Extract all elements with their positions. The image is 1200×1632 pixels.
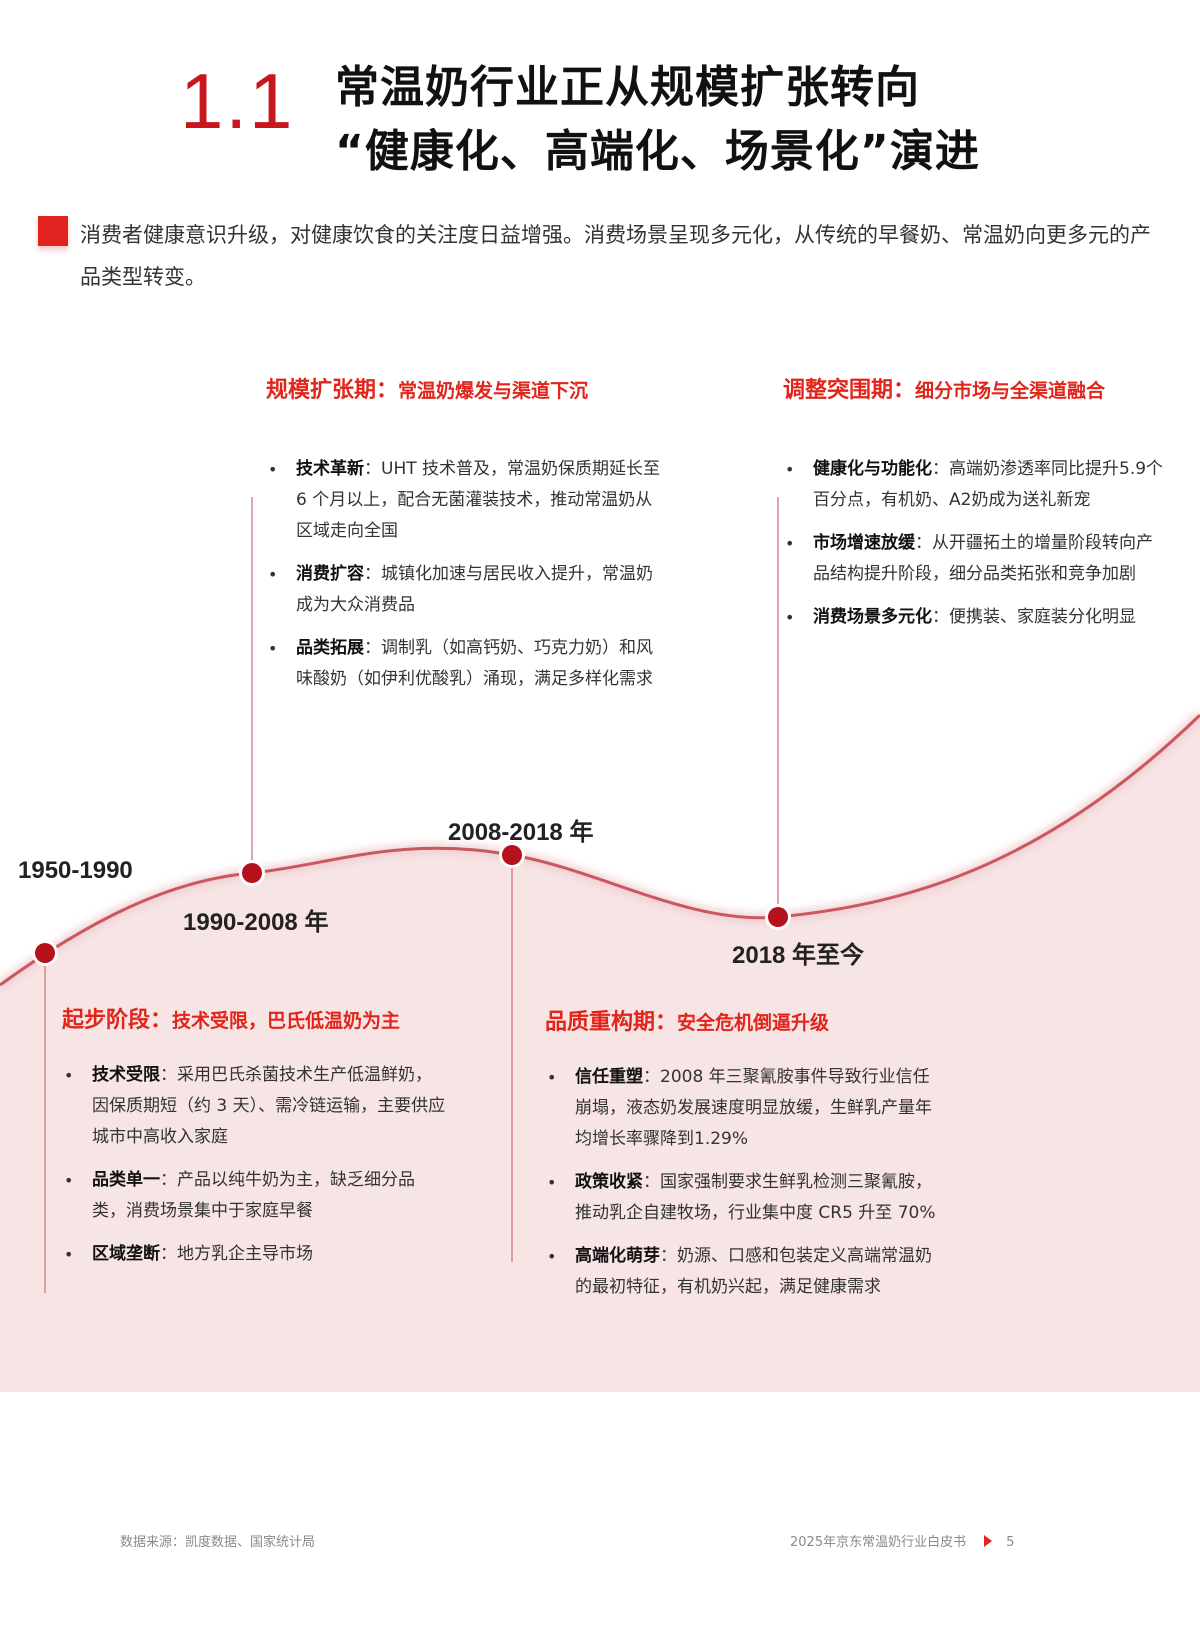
footer-report: 2025年京东常温奶行业白皮书 5 xyxy=(790,1531,1014,1550)
bullet-item: 市场增速放缓：从开疆拓土的增量阶段转向产品结构提升阶段，细分品类拓张和竞争加剧 xyxy=(783,528,1168,590)
year-label-2008: 2008-2018 年 xyxy=(448,819,594,846)
year-label-1950: 1950-1990 xyxy=(18,857,133,884)
timeline-dots xyxy=(32,842,791,966)
stage-title: 规模扩张期：常温奶爆发与渠道下沉 xyxy=(266,378,589,403)
stage-2008-2018: 品质重构期：安全危机倒逼升级 信任重塑：2008 年三聚氰胺事件导致行业信任崩塌… xyxy=(545,1004,975,1315)
stage-2018-now: 调整突围期：细分市场与全渠道融合 健康化与功能化：高端奶渗透率同比提升5.9个百… xyxy=(783,372,1183,645)
bullet-item: 品类拓展：调制乳（如高钙奶、巧克力奶）和风味酸奶（如伊利优酸乳）涌现，满足多样化… xyxy=(266,633,666,695)
play-arrow-icon xyxy=(984,1535,993,1547)
dot-1990 xyxy=(239,860,265,886)
page-title-line2: “健康化、高端化、场景化”演进 xyxy=(335,126,980,177)
footer-report-title: 2025年京东常温奶行业白皮书 xyxy=(790,1535,967,1550)
bullet-item: 技术受限：采用巴氏杀菌技术生产低温鲜奶，因保质期短（约 3 天）、需冷链运输，主… xyxy=(62,1060,447,1153)
footer-source: 数据来源：凯度数据、国家统计局 xyxy=(120,1535,316,1550)
intro-text: 消费者健康意识升级，对健康饮食的关注度日益增强。消费场景呈现多元化，从传统的早餐… xyxy=(80,223,1151,289)
stage-bullets: 健康化与功能化：高端奶渗透率同比提升5.9个百分点，有机奶、A2奶成为送礼新宠 … xyxy=(783,454,1168,633)
dot-2018 xyxy=(765,904,791,930)
stage-title: 品质重构期：安全危机倒逼升级 xyxy=(545,1010,830,1035)
stage-title: 调整突围期：细分市场与全渠道融合 xyxy=(783,378,1106,403)
timeline-line xyxy=(0,713,1200,987)
page-title: 常温奶行业正从规模扩张转向 “健康化、高端化、场景化”演进 xyxy=(335,56,980,184)
bullet-item: 消费扩容：城镇化加速与居民收入提升，常温奶成为大众消费品 xyxy=(266,559,666,621)
bullet-item: 信任重塑：2008 年三聚氰胺事件导致行业信任崩塌，液态奶发展速度明显放缓，生鲜… xyxy=(545,1062,945,1155)
bullet-item: 消费场景多元化：便携装、家庭装分化明显 xyxy=(783,602,1168,633)
page-number: 5 xyxy=(1006,1535,1015,1550)
year-label-1990: 1990-2008 年 xyxy=(183,909,329,936)
page-title-line1: 常温奶行业正从规模扩张转向 xyxy=(335,62,920,113)
bullet-item: 高端化萌芽：奶源、口感和包装定义高端常温奶的最初特征，有机奶兴起，满足健康需求 xyxy=(545,1241,945,1303)
stage-bullets: 信任重塑：2008 年三聚氰胺事件导致行业信任崩塌，液态奶发展速度明显放缓，生鲜… xyxy=(545,1062,945,1303)
stage-1990-2008: 规模扩张期：常温奶爆发与渠道下沉 技术革新：UHT 技术普及，常温奶保质期延长至… xyxy=(266,372,686,707)
dot-1950 xyxy=(32,940,58,966)
bullet-item: 政策收紧：国家强制要求生鲜乳检测三聚氰胺，推动乳企自建牧场，行业集中度 CR5 … xyxy=(545,1167,945,1229)
bullet-item: 区域垄断：地方乳企主导市场 xyxy=(62,1239,447,1270)
stage-bullets: 技术受限：采用巴氏杀菌技术生产低温鲜奶，因保质期短（约 3 天）、需冷链运输，主… xyxy=(62,1060,447,1270)
intro-marker-icon xyxy=(38,216,68,246)
stage-bullets: 技术革新：UHT 技术普及，常温奶保质期延长至 6 个月以上，配合无菌灌装技术，… xyxy=(266,454,666,695)
stage-1950-1990: 起步阶段：技术受限，巴氏低温奶为主 技术受限：采用巴氏杀菌技术生产低温鲜奶，因保… xyxy=(62,1002,482,1282)
bullet-item: 健康化与功能化：高端奶渗透率同比提升5.9个百分点，有机奶、A2奶成为送礼新宠 xyxy=(783,454,1168,516)
stage-title: 起步阶段：技术受限，巴氏低温奶为主 xyxy=(62,1008,401,1033)
section-number: 1.1 xyxy=(180,57,295,145)
bullet-item: 品类单一：产品以纯牛奶为主，缺乏细分品类，消费场景集中于家庭早餐 xyxy=(62,1165,447,1227)
bullet-item: 技术革新：UHT 技术普及，常温奶保质期延长至 6 个月以上，配合无菌灌装技术，… xyxy=(266,454,666,547)
year-label-2018: 2018 年至今 xyxy=(732,942,865,969)
